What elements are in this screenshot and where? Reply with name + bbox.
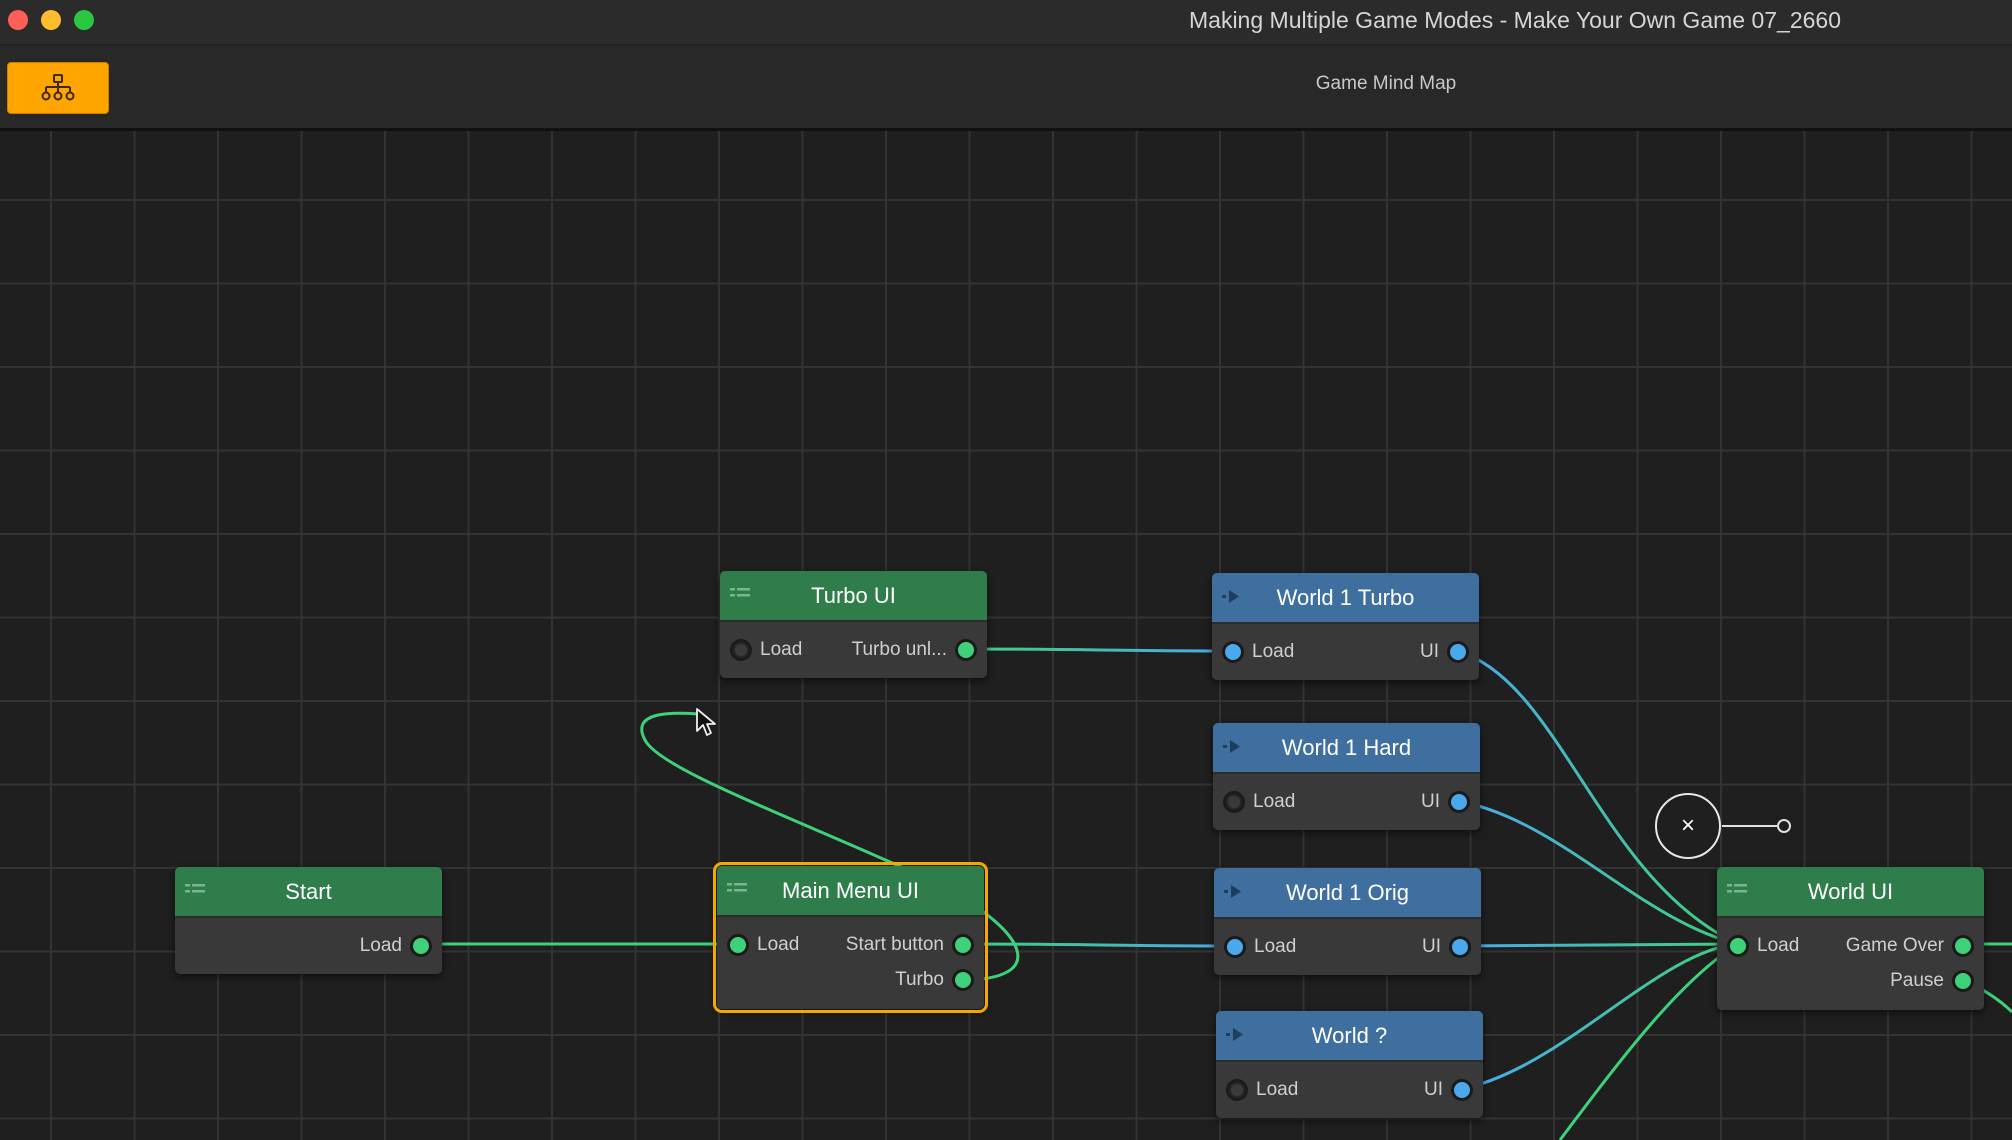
node-header[interactable]: World 1 Orig: [1214, 868, 1481, 919]
window-title: Making Multiple Game Modes - Make Your O…: [1189, 7, 1841, 33]
output-port[interactable]: [952, 934, 974, 956]
output-port[interactable]: [955, 639, 977, 661]
play-icon: [1222, 590, 1239, 603]
input-port[interactable]: [1226, 1079, 1248, 1101]
output-port[interactable]: [952, 969, 974, 991]
input-port[interactable]: [1223, 791, 1245, 813]
node-header[interactable]: Start: [175, 867, 442, 918]
list-icon: [1727, 884, 1747, 893]
input-label: Load: [1253, 791, 1296, 812]
node-turbo-ui[interactable]: Turbo UI Load Turbo unl...: [720, 571, 987, 678]
node-world-1-hard[interactable]: World 1 Hard Load UI: [1213, 723, 1480, 830]
output-label: UI: [1421, 791, 1440, 812]
node-world-ui[interactable]: World UI Load Game Over Pause: [1717, 867, 1984, 1010]
node-title: World UI: [1807, 878, 1894, 904]
node-title: World 1 Hard: [1281, 734, 1412, 760]
list-icon: [730, 588, 750, 597]
close-window-button[interactable]: [8, 10, 28, 30]
input-label: Load: [1254, 936, 1297, 957]
input-port[interactable]: [1224, 936, 1246, 958]
output-port[interactable]: [410, 935, 432, 957]
play-icon: [1226, 1028, 1243, 1041]
output-label: Pause: [1890, 970, 1944, 991]
node-world-1-orig[interactable]: World 1 Orig Load UI: [1214, 868, 1481, 975]
node-main-menu-ui[interactable]: Main Menu UI Load Start button Turbo: [713, 862, 988, 1013]
node-header[interactable]: World UI: [1717, 867, 1984, 918]
output-label: UI: [1424, 1079, 1443, 1100]
output-label: Load: [359, 935, 402, 956]
node-world-question[interactable]: World ? Load UI: [1216, 1011, 1483, 1118]
output-port[interactable]: [1448, 791, 1470, 813]
output-label: UI: [1422, 936, 1441, 957]
toolbar-title: Game Mind Map: [1315, 73, 1457, 94]
node-header[interactable]: Main Menu UI: [717, 866, 984, 917]
list-icon: [185, 884, 205, 893]
node-title: Turbo UI: [811, 582, 896, 608]
output-port[interactable]: [1952, 970, 1974, 992]
zoom-window-button[interactable]: [74, 10, 94, 30]
node-title: World 1 Turbo: [1276, 584, 1415, 610]
output-port[interactable]: [1447, 641, 1469, 663]
output-port[interactable]: [1449, 936, 1471, 958]
output-port[interactable]: [1952, 935, 1974, 957]
output-label: UI: [1420, 641, 1439, 662]
input-port[interactable]: [1727, 935, 1749, 957]
close-icon: ×: [1680, 812, 1695, 839]
node-title: World 1 Orig: [1285, 879, 1410, 905]
graph-canvas[interactable]: [0, 131, 2012, 1140]
node-title: World ?: [1311, 1022, 1388, 1048]
input-port[interactable]: [727, 934, 749, 956]
node-title: Start: [285, 878, 332, 904]
remove-connection-button[interactable]: ×: [1655, 793, 1721, 859]
node-start[interactable]: Start Load: [175, 867, 442, 974]
node-title: Main Menu UI: [782, 877, 919, 903]
node-world-1-turbo[interactable]: World 1 Turbo Load UI: [1212, 573, 1479, 680]
output-port[interactable]: [1451, 1079, 1473, 1101]
play-icon: [1224, 885, 1241, 898]
node-header[interactable]: World 1 Hard: [1213, 723, 1480, 774]
mouse-cursor-icon: [696, 708, 716, 736]
input-label: Load: [1256, 1079, 1299, 1100]
output-label: Start button: [845, 934, 944, 955]
input-port[interactable]: [730, 639, 752, 661]
input-label: Load: [1252, 641, 1295, 662]
output-label: Turbo unl...: [851, 639, 947, 660]
input-label: Load: [1757, 935, 1800, 956]
input-label: Load: [757, 934, 800, 955]
play-icon: [1223, 740, 1240, 753]
list-icon: [727, 883, 747, 892]
hierarchy-icon: [41, 74, 75, 101]
mind-map-button[interactable]: [7, 62, 109, 114]
node-header[interactable]: World 1 Turbo: [1212, 573, 1479, 624]
title-bar: Making Multiple Game Modes - Make Your O…: [0, 0, 2012, 45]
output-label: Turbo: [895, 969, 944, 990]
node-header[interactable]: World ?: [1216, 1011, 1483, 1062]
input-port[interactable]: [1222, 641, 1244, 663]
output-label: Game Over: [1845, 935, 1944, 956]
toolbar: Game Mind Map: [0, 45, 2012, 131]
minimize-window-button[interactable]: [41, 10, 61, 30]
input-label: Load: [760, 639, 803, 660]
node-header[interactable]: Turbo UI: [720, 571, 987, 622]
